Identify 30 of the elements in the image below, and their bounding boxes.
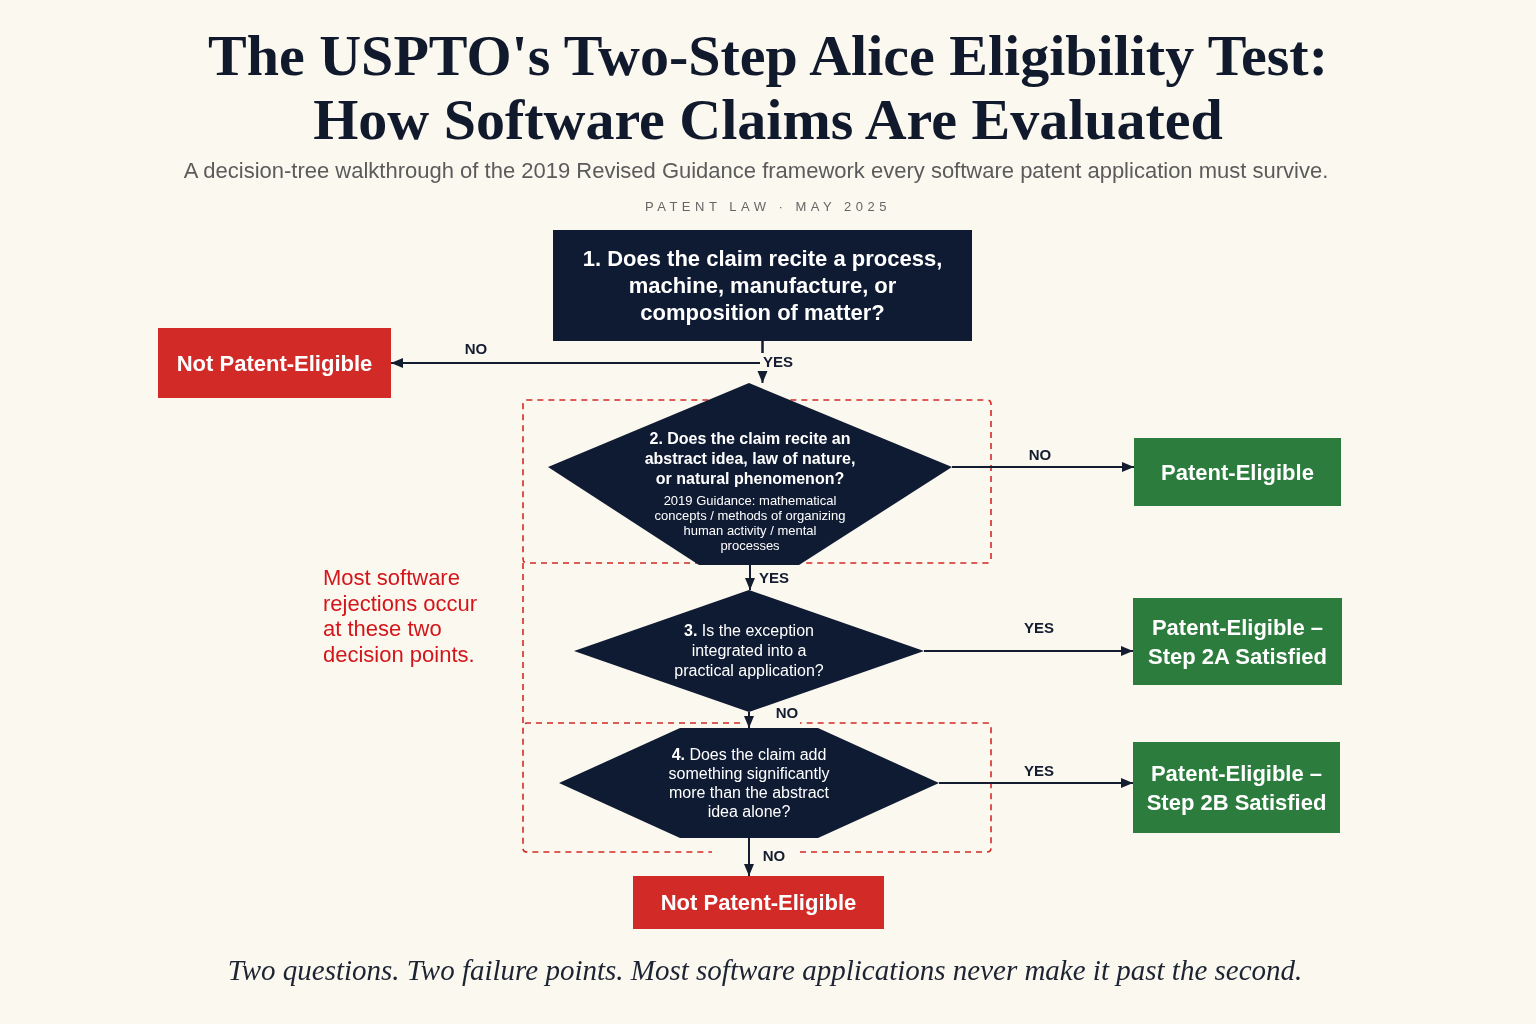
outcome-box [1133, 742, 1340, 833]
guidance-note: 2019 Guidance: mathematical concepts / methods of organizing human activity / mental processes [653, 493, 847, 553]
question-text: 2. Does the claim recite an abstract idea, law of nature, or natural phenomenon? [643, 429, 857, 489]
outcome-box [158, 328, 391, 398]
outcome-label: Patent-Eligible [1161, 458, 1314, 486]
decision-diamond [548, 383, 952, 565]
question-text: 3. Is the exception integrated into a practical application? [673, 621, 825, 681]
flow-arrow [923, 646, 1134, 656]
flow-arrow [744, 711, 754, 729]
byline: PATENT LAW · MAY 2025 [645, 199, 891, 214]
question-text: 4. Does the claim add something significantly more than the abstract idea alone? [667, 745, 831, 821]
annotation-text: Most software rejections occur at these two decision points. [323, 565, 479, 667]
flow-arrow [745, 564, 755, 591]
edge-label: YES [760, 353, 796, 371]
outcome-box [1134, 438, 1341, 506]
caption: Two questions. Two failure points. Most software applications never make it past the second. [227, 953, 1303, 988]
title: The USPTO's Two-Step Alice Eligibility Test: How Software Claims Are Evaluated [207, 24, 1329, 152]
outcome-box [1133, 598, 1342, 685]
flow-arrow [938, 778, 1134, 788]
flow-arrow [951, 462, 1135, 472]
outcome-label: Not Patent-Eligible [176, 349, 373, 377]
question-box [553, 230, 972, 341]
flow-arrow [744, 837, 754, 877]
outcome-label: Not Patent-Eligible [660, 889, 857, 916]
decision-hexagon [559, 728, 939, 838]
outcome-label: Patent-Eligible – Step 2B Satisfied [1145, 759, 1328, 817]
subtitle: A decision-tree walkthrough of the 2019 Revised Guidance framework every software patent application must survive. [183, 158, 1329, 184]
outcome-label: Patent-Eligible – Step 2A Satisfied [1147, 613, 1328, 671]
outcome-box [633, 876, 884, 929]
question-text: 1. Does the claim recite a process, machine, manufacture, or composition of matter? [581, 245, 944, 326]
